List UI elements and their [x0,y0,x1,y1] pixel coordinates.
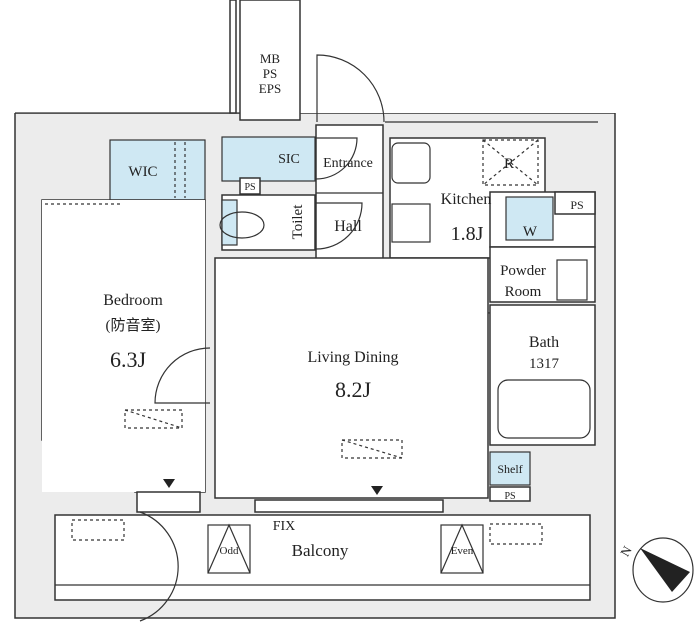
kitchen-size: 1.8J [451,223,484,245]
toilet-bowl-icon [219,211,265,239]
washer-space [505,196,554,241]
powder-label: Powder [500,263,546,279]
entrance-inner-door[interactable] [315,137,358,180]
ps-small-label: PS [244,182,255,193]
fix-label: FIX [273,519,296,534]
ps-box [239,177,261,195]
wic-label: WIC [128,164,157,180]
hall-label: Hall [334,218,362,235]
entrance-door[interactable] [316,54,385,123]
shelf [489,451,531,486]
eps-label: EPS [259,81,281,96]
bath-label: Bath [529,334,559,351]
balcony-door[interactable] [139,511,179,622]
entrance-label: Entrance [323,156,373,171]
even-label: Even [451,545,474,557]
hall-door[interactable] [315,202,363,250]
shelf-label: Shelf [497,462,522,476]
bath-room [489,304,596,446]
odd-label: Odd [220,545,239,557]
refrigerator-label: R [504,156,514,172]
ps-kitchen-box [554,191,596,215]
bathtub-icon [497,379,591,439]
ps-bottom-label: PS [504,491,515,502]
living-size: 8.2J [335,377,372,402]
ps-kitchen-label: PS [570,198,583,212]
bedroom-window [136,491,201,513]
living-window [254,499,444,513]
bedroom-label: Bedroom [103,292,163,309]
sic-room [221,136,316,182]
stove-icon [391,203,431,243]
washer-label: W [523,224,538,240]
toilet-label: Toilet [290,204,306,240]
living-label: Living Dining [307,349,398,366]
balcony-area [54,514,591,601]
bath-size: 1317 [529,356,560,372]
mb-label: MB [260,51,281,66]
bedroom-size: 6.3J [110,347,147,372]
north-arrow-icon [640,548,690,592]
sic-label: SIC [278,152,300,167]
room-label: Room [505,284,542,300]
ps-bottom-box [489,486,531,502]
ps-label: PS [263,66,277,81]
refrigerator-space [482,139,539,186]
compass-north-label: N [617,543,635,559]
balcony-label: Balcony [292,541,349,560]
mb-ps-eps-shaft [239,0,301,121]
powder-room [489,246,596,303]
sink-icon [391,142,431,184]
compass [632,537,694,603]
kitchen-label: Kitchen [441,191,492,208]
bedroom-sublabel: (防音室) [106,317,161,334]
wic-room [109,139,206,201]
